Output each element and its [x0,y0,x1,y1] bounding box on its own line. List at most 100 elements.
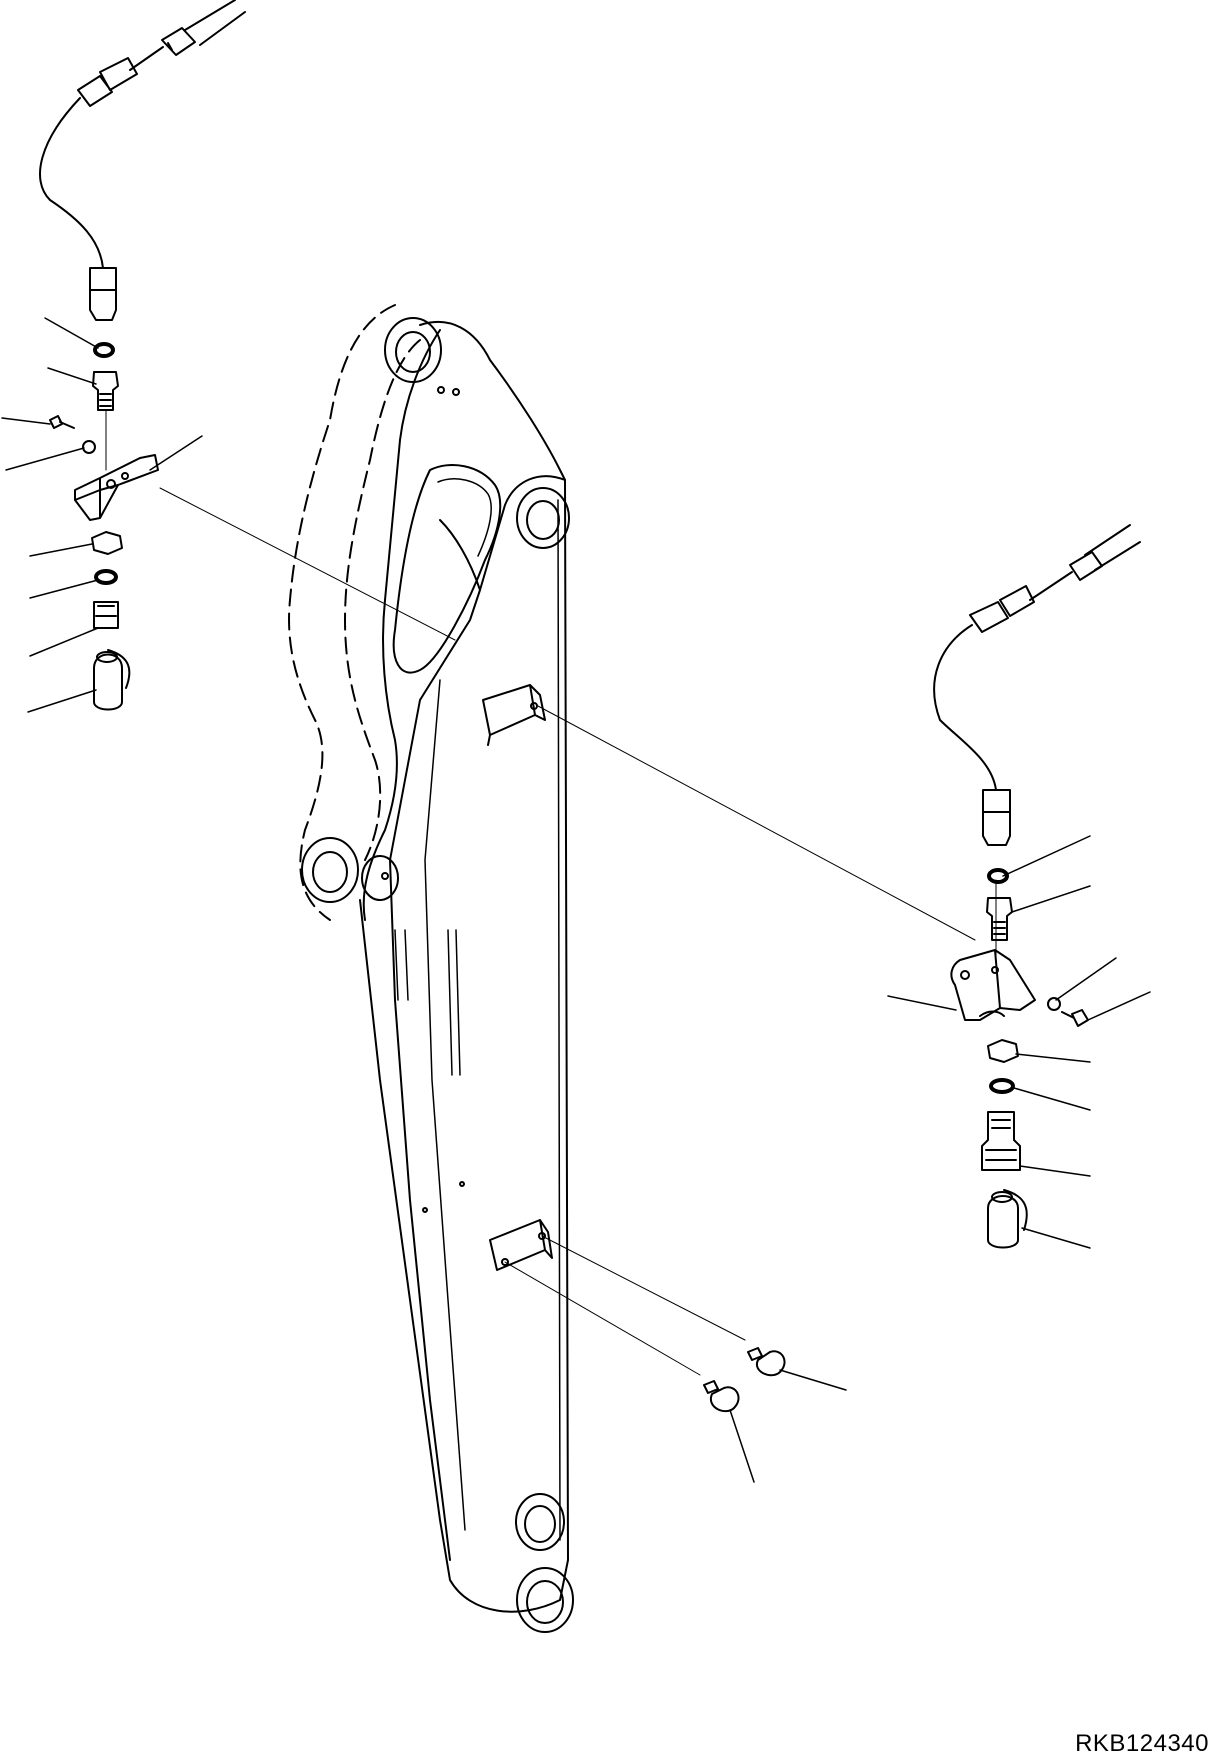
callout-leader [1011,885,1091,913]
callout-leader [29,627,99,657]
arm-front-edge-inner [557,499,561,1541]
lower-block-hole-2 [538,1232,546,1240]
left-assembly-line [159,487,456,641]
arm-side-stub-2 [447,929,461,1076]
right-connector-fitting [1069,551,1103,581]
top-right-pin-boss-inner [526,500,560,540]
arm-rivet [422,1207,428,1213]
callout-leader [887,995,957,1011]
callout-leader [729,1409,755,1483]
right-assembly-line [537,705,976,941]
right-connector-link [1029,571,1073,601]
left-sensor-assembly [39,0,246,711]
top-pin-boss-inner [395,331,431,373]
left-bracket [74,454,159,521]
mid-pin-boss-outer [301,837,359,903]
right-bolt [1061,1009,1089,1027]
foot-pin-boss-inner [526,1580,564,1624]
arm-side-stub-1 [394,929,409,1001]
callout-leader-lines [1,317,1151,1483]
left-small-washer [82,440,96,454]
callout-leader [1021,1227,1091,1249]
top-right-pin-boss-outer [516,487,570,549]
left-dust-cap [93,649,131,711]
left-dust-cap-ring [96,651,118,663]
arm-head-plate [419,320,566,591]
top-pin-boss-outer [384,317,442,383]
lower-block-hole-1 [501,1258,509,1266]
right-small-washer [1047,997,1061,1011]
arm-rivet [437,386,445,394]
lower-pin-boss-outer [515,1493,565,1551]
foot-pin-boss-outer [516,1567,574,1633]
callout-leader [47,367,97,385]
arm-rivet [459,1181,465,1187]
left-bracket-hole-2 [121,472,129,480]
mid-pin-boss-inner [312,851,348,893]
lower-mounting-block [489,1219,553,1271]
arm-structure [288,304,569,1613]
right-sensor-cable [933,624,997,791]
arm-outer-hidden-outline [288,304,396,921]
upper-block-hole [530,702,538,710]
right-coupler [981,1111,1021,1171]
right-connector-body [969,585,1035,633]
left-nut [91,531,123,555]
callout-leader [1055,957,1117,1001]
grease-fitting-line-1 [541,1235,746,1341]
left-bracket-hole-1 [106,479,116,489]
right-hose-end [1084,524,1141,571]
left-connector-body [77,57,138,107]
left-coupler [93,601,119,629]
callout-leader [27,689,97,713]
right-adapter [986,897,1013,941]
arm-window-inner [437,478,492,557]
callout-leader [44,317,99,349]
grease-fitting-2 [703,1380,740,1413]
callout-leader [1002,835,1091,877]
assembly-lines [105,409,997,1376]
arm-window [392,464,502,674]
arm-pin-bosses [301,317,574,1633]
callout-leader [1015,1053,1091,1063]
upper-mounting-block [482,684,546,746]
left-lock-washer [94,569,118,585]
arm-front-edge [564,479,569,1561]
right-bracket-slot [979,1010,1005,1017]
arm-inner-hidden-outline [344,339,421,861]
callout-leader [5,447,85,471]
right-sensor-body [982,789,1011,846]
right-bracket-hole-2 [991,966,999,974]
callout-leader [779,1369,847,1391]
drawing-reference-code: RKB124340 [1075,1730,1209,1757]
left-sensor-cable [39,97,104,269]
arm-mounting-brackets [482,684,553,1271]
lower-pin-boss-inner [524,1505,556,1543]
right-sensor-assembly [933,524,1141,1249]
callout-leader [1013,1087,1091,1111]
right-bracket-hole-1 [960,970,970,980]
left-connector-fitting [161,27,196,56]
callout-leader [1019,1165,1091,1177]
left-sensor-body [89,267,117,321]
right-dust-cap-ring [991,1191,1013,1203]
callout-leader [1,417,51,425]
arm-rivet [452,388,460,396]
left-connector-link [129,46,164,71]
arm-side-plate [362,329,441,921]
grease-fitting-1 [747,1347,786,1377]
right-lock-washer [989,1078,1015,1094]
arm-rivet [381,872,389,880]
callout-leader [1087,991,1151,1021]
left-hose-end [184,0,246,46]
grease-fittings [703,1347,786,1413]
arm-back-inner-line [424,679,466,1531]
left-bolt [49,415,75,429]
callout-leader [149,435,203,471]
callout-leader [29,579,99,599]
right-bracket [950,949,1036,1021]
grease-fitting-line-2 [504,1261,701,1376]
callout-leader [29,543,93,557]
right-nut [987,1039,1019,1063]
